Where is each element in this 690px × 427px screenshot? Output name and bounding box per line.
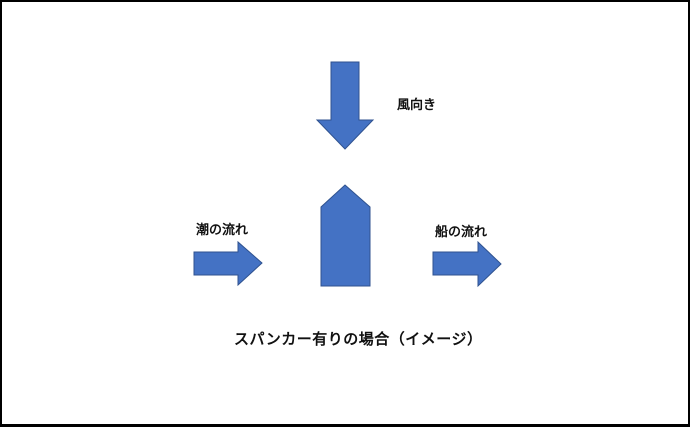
ship-flow-arrow-right-icon xyxy=(432,240,502,288)
boat-shape-icon xyxy=(320,184,371,287)
tide-arrow-right-icon xyxy=(193,240,263,287)
wind-arrow-down-icon xyxy=(315,61,375,150)
wind-direction-label: 風向き xyxy=(397,98,437,113)
diagram-caption: スパンカー有りの場合（イメージ） xyxy=(234,330,483,348)
tide-flow-label: 潮の流れ xyxy=(196,223,249,238)
ship-flow-label: 船の流れ xyxy=(435,225,488,240)
